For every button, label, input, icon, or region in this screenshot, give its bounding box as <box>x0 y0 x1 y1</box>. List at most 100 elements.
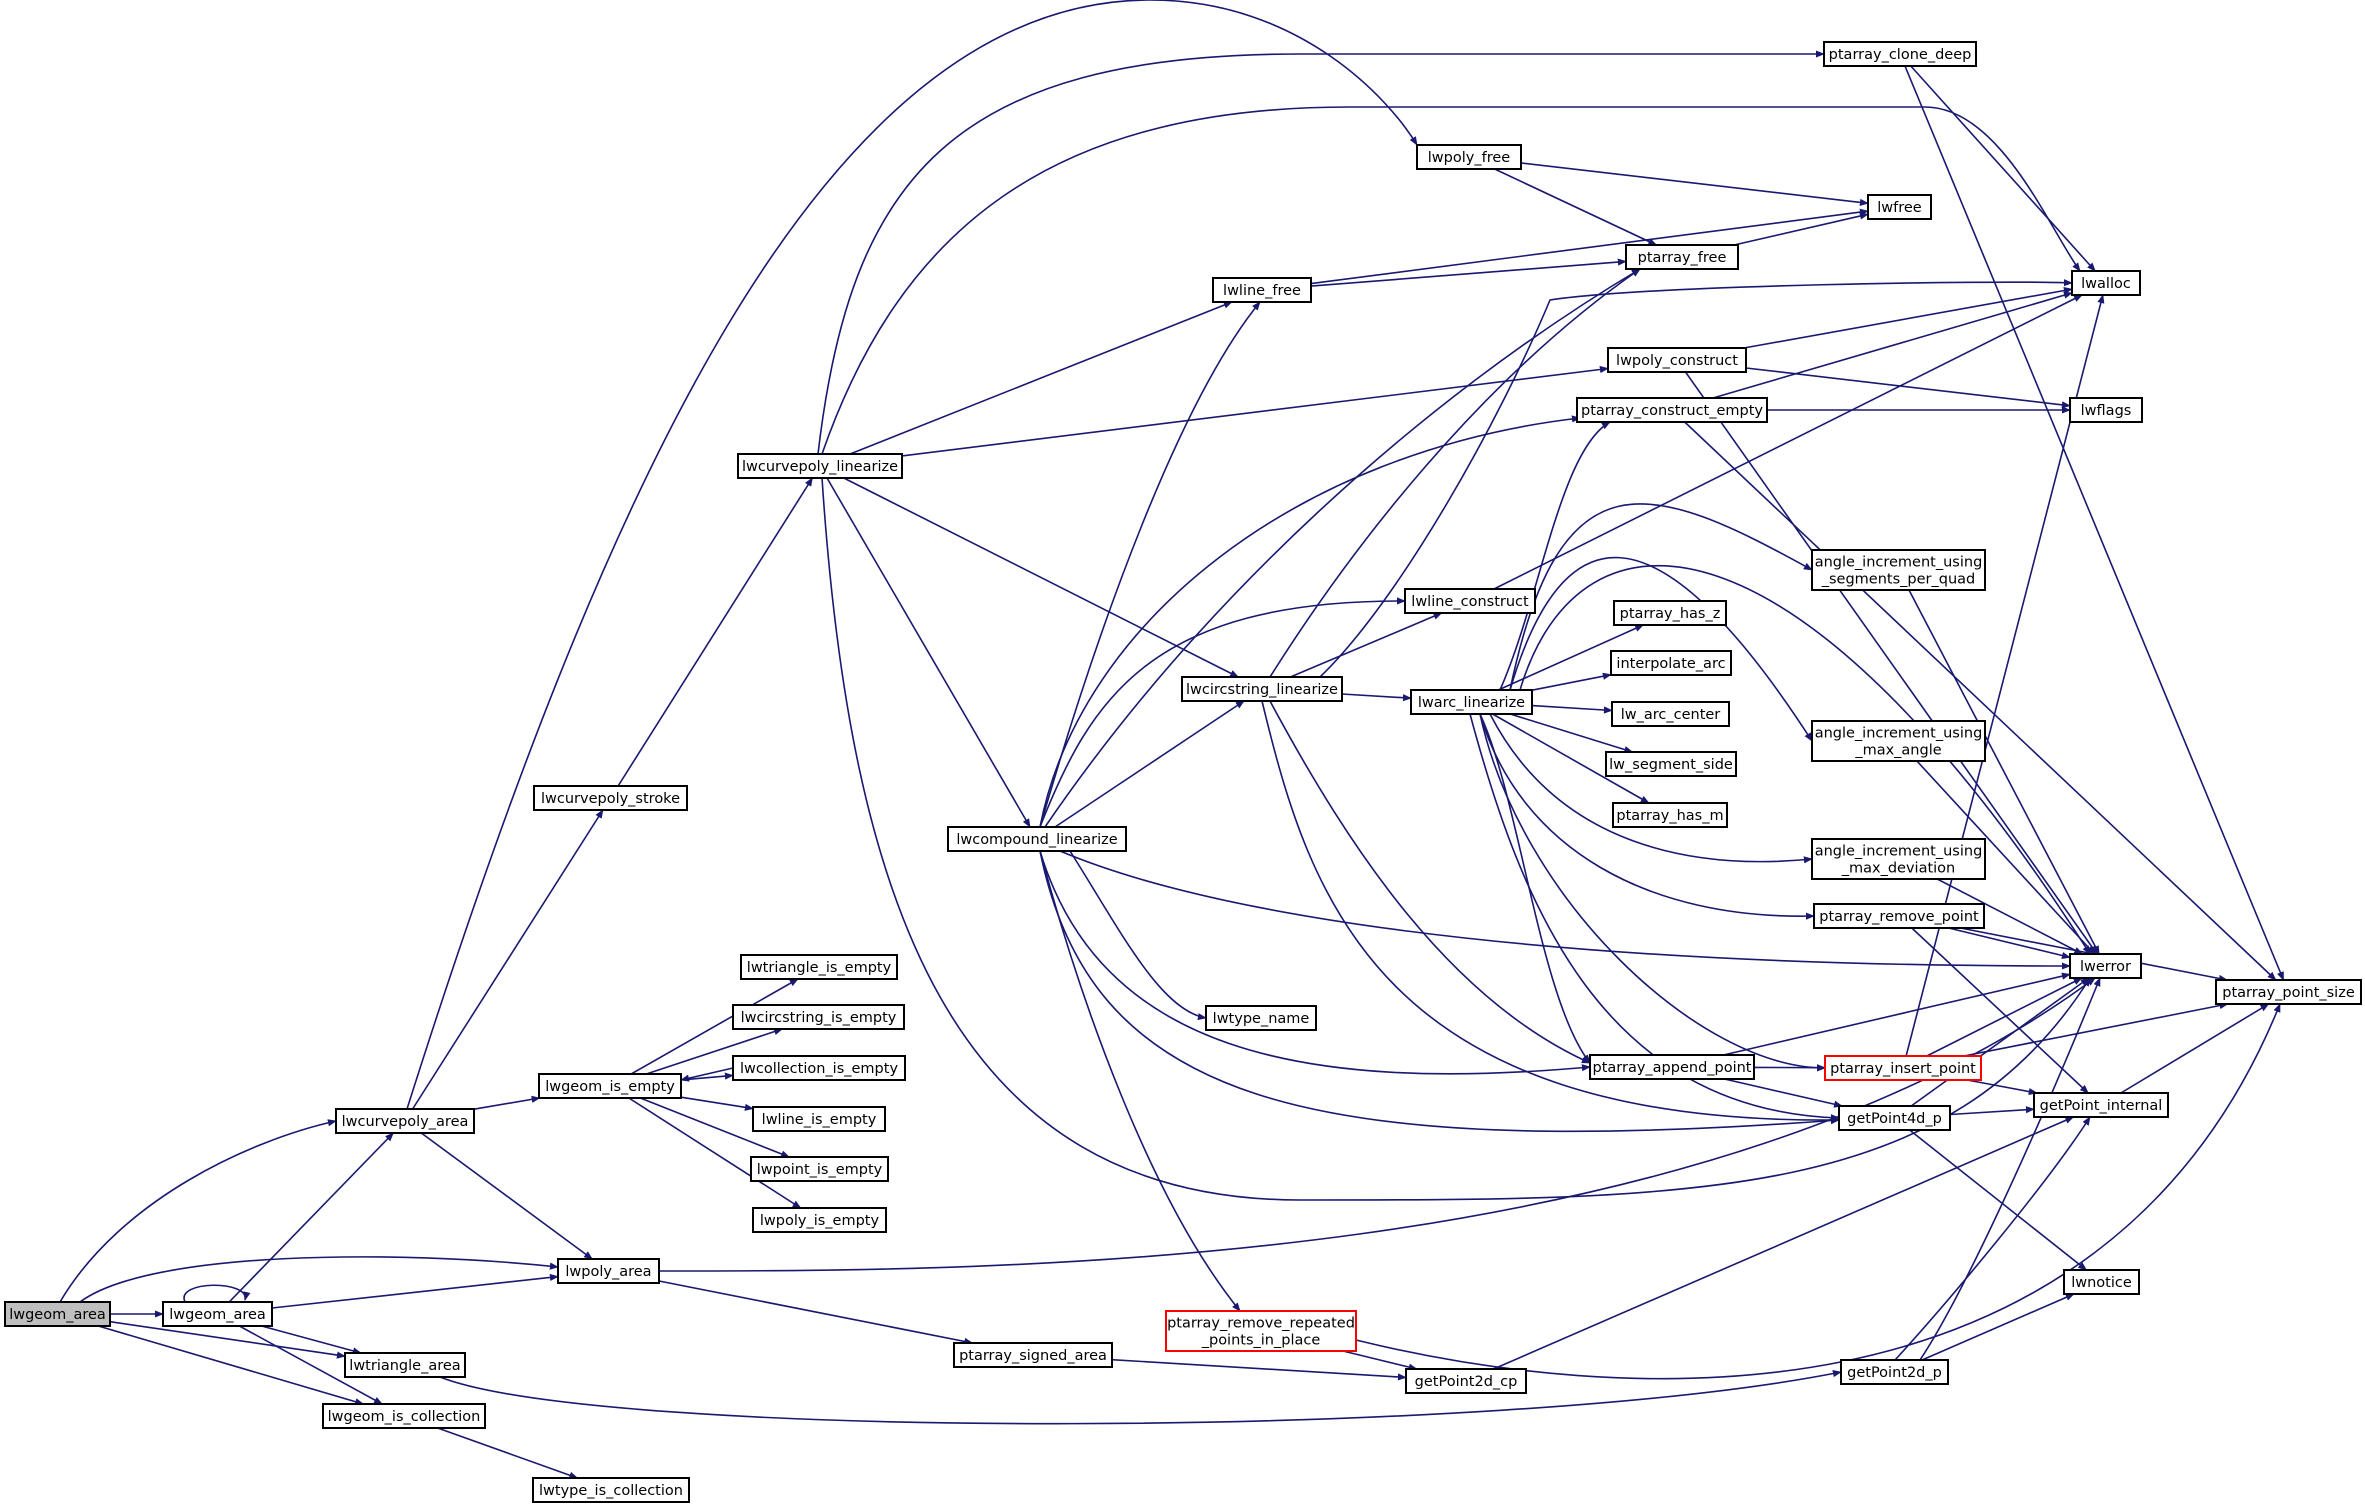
node-box[interactable] <box>732 1055 906 1081</box>
node-angle_increment_using_max_angle[interactable]: angle_increment_using_max_angle <box>1811 720 1986 762</box>
node-ptarray_signed_area[interactable]: ptarray_signed_area <box>953 1342 1113 1368</box>
node-ptarray_append_point[interactable]: ptarray_append_point <box>1589 1054 1755 1080</box>
node-box[interactable] <box>750 1156 889 1182</box>
node-ptarray_remove_repeated_points_in_place[interactable]: ptarray_remove_repeated_points_in_place <box>1165 1310 1357 1352</box>
node-box[interactable] <box>1813 903 1985 929</box>
node-getPoint4d_p[interactable]: getPoint4d_p <box>1838 1105 1951 1131</box>
node-lwgeom_is_collection[interactable]: lwgeom_is_collection <box>322 1403 486 1429</box>
node-lwline_construct[interactable]: lwline_construct <box>1404 588 1536 614</box>
node-box[interactable] <box>1625 244 1739 270</box>
node-box[interactable] <box>533 785 688 811</box>
node-box[interactable] <box>2033 1092 2169 1118</box>
node-lwline_is_empty[interactable]: lwline_is_empty <box>752 1106 886 1132</box>
node-box[interactable] <box>2071 270 2141 296</box>
node-box[interactable] <box>1823 41 1977 67</box>
node-box[interactable] <box>1205 1005 1317 1031</box>
node-box[interactable] <box>1613 600 1727 626</box>
node-getPoint2d_cp[interactable]: getPoint2d_cp <box>1405 1368 1527 1394</box>
node-ptarray_free[interactable]: ptarray_free <box>1625 244 1739 270</box>
node-box[interactable] <box>1212 277 1312 303</box>
node-box[interactable] <box>1165 1310 1357 1352</box>
node-ptarray_construct_empty[interactable]: ptarray_construct_empty <box>1576 397 1768 423</box>
node-box[interactable] <box>1867 194 1932 220</box>
node-box[interactable] <box>1589 1054 1755 1080</box>
node-lw_arc_center[interactable]: lw_arc_center <box>1611 701 1730 727</box>
node-box[interactable] <box>335 1108 475 1134</box>
node-ptarray_remove_point[interactable]: ptarray_remove_point <box>1813 903 1985 929</box>
node-box[interactable] <box>1811 720 1986 762</box>
node-interpolate_arc[interactable]: interpolate_arc <box>1610 650 1732 676</box>
node-lwpoint_is_empty[interactable]: lwpoint_is_empty <box>750 1156 889 1182</box>
node-box[interactable] <box>532 1477 690 1503</box>
node-box[interactable] <box>1416 144 1522 170</box>
node-lw_segment_side[interactable]: lw_segment_side <box>1605 751 1737 777</box>
node-box[interactable] <box>162 1301 273 1327</box>
node-lwtriangle_area[interactable]: lwtriangle_area <box>344 1352 466 1378</box>
node-box[interactable] <box>740 954 898 980</box>
node-ptarray_has_m[interactable]: ptarray_has_m <box>1612 802 1728 828</box>
node-lwerror[interactable]: lwerror <box>2069 953 2142 979</box>
node-box[interactable] <box>322 1403 486 1429</box>
node-getPoint_internal[interactable]: getPoint_internal <box>2033 1092 2169 1118</box>
node-box[interactable] <box>557 1258 660 1284</box>
node-box[interactable] <box>344 1352 466 1378</box>
node-box[interactable] <box>1824 1055 1982 1081</box>
node-ptarray_clone_deep[interactable]: ptarray_clone_deep <box>1823 41 1977 67</box>
node-box[interactable] <box>1811 838 1986 880</box>
node-box[interactable] <box>1405 1368 1527 1394</box>
node-lwfree[interactable]: lwfree <box>1867 194 1932 220</box>
node-lwtype_name[interactable]: lwtype_name <box>1205 1005 1317 1031</box>
node-box[interactable] <box>1181 676 1343 702</box>
node-lwcurvepoly_linearize[interactable]: lwcurvepoly_linearize <box>737 453 903 479</box>
node-box[interactable] <box>732 1004 905 1030</box>
node-lwcircstring_is_empty[interactable]: lwcircstring_is_empty <box>732 1004 905 1030</box>
node-lwgeom_area_root[interactable]: lwgeom_area <box>4 1301 111 1327</box>
node-box[interactable] <box>1840 1359 1949 1385</box>
node-lwcollection_is_empty[interactable]: lwcollection_is_empty <box>732 1055 906 1081</box>
node-lwpoly_area[interactable]: lwpoly_area <box>557 1258 660 1284</box>
node-box[interactable] <box>752 1106 886 1132</box>
node-ptarray_insert_point[interactable]: ptarray_insert_point <box>1824 1055 1982 1081</box>
node-box[interactable] <box>2063 1269 2140 1295</box>
node-box[interactable] <box>1612 802 1728 828</box>
node-ptarray_has_z[interactable]: ptarray_has_z <box>1613 600 1727 626</box>
node-box[interactable] <box>1410 689 1533 715</box>
node-box[interactable] <box>953 1342 1113 1368</box>
node-box[interactable] <box>2069 953 2142 979</box>
node-box[interactable] <box>4 1301 111 1327</box>
node-box[interactable] <box>538 1073 682 1099</box>
node-lwpoly_is_empty[interactable]: lwpoly_is_empty <box>752 1207 887 1233</box>
node-box[interactable] <box>1610 650 1732 676</box>
node-box[interactable] <box>1607 347 1747 373</box>
node-lwflags[interactable]: lwflags <box>2069 397 2143 423</box>
node-lwcompound_linearize[interactable]: lwcompound_linearize <box>947 826 1127 852</box>
node-lwpoly_free[interactable]: lwpoly_free <box>1416 144 1522 170</box>
node-angle_increment_using_max_deviation[interactable]: angle_increment_using_max_deviation <box>1811 838 1986 880</box>
node-box[interactable] <box>1576 397 1768 423</box>
node-lwcurvepoly_stroke[interactable]: lwcurvepoly_stroke <box>533 785 688 811</box>
node-box[interactable] <box>737 453 903 479</box>
node-box[interactable] <box>752 1207 887 1233</box>
node-box[interactable] <box>1404 588 1536 614</box>
node-lwline_free[interactable]: lwline_free <box>1212 277 1312 303</box>
node-lwnotice[interactable]: lwnotice <box>2063 1269 2140 1295</box>
node-box[interactable] <box>1605 751 1737 777</box>
node-lwgeom_is_empty[interactable]: lwgeom_is_empty <box>538 1073 682 1099</box>
node-lwcurvepoly_area[interactable]: lwcurvepoly_area <box>335 1108 475 1134</box>
node-box[interactable] <box>2069 397 2143 423</box>
node-box[interactable] <box>2215 979 2362 1005</box>
node-lwalloc[interactable]: lwalloc <box>2071 270 2141 296</box>
node-lwtriangle_is_empty[interactable]: lwtriangle_is_empty <box>740 954 898 980</box>
node-lwgeom_area[interactable]: lwgeom_area <box>162 1301 273 1327</box>
node-ptarray_point_size[interactable]: ptarray_point_size <box>2215 979 2362 1005</box>
node-angle_increment_using_segments_per_quad[interactable]: angle_increment_using_segments_per_quad <box>1811 549 1986 591</box>
node-lwpoly_construct[interactable]: lwpoly_construct <box>1607 347 1747 373</box>
node-box[interactable] <box>1611 701 1730 727</box>
node-lwcircstring_linearize[interactable]: lwcircstring_linearize <box>1181 676 1343 702</box>
node-box[interactable] <box>947 826 1127 852</box>
node-lwarc_linearize[interactable]: lwarc_linearize <box>1410 689 1533 715</box>
node-box[interactable] <box>1838 1105 1951 1131</box>
node-lwtype_is_collection[interactable]: lwtype_is_collection <box>532 1477 690 1503</box>
node-box[interactable] <box>1811 549 1986 591</box>
node-getPoint2d_p[interactable]: getPoint2d_p <box>1840 1359 1949 1385</box>
